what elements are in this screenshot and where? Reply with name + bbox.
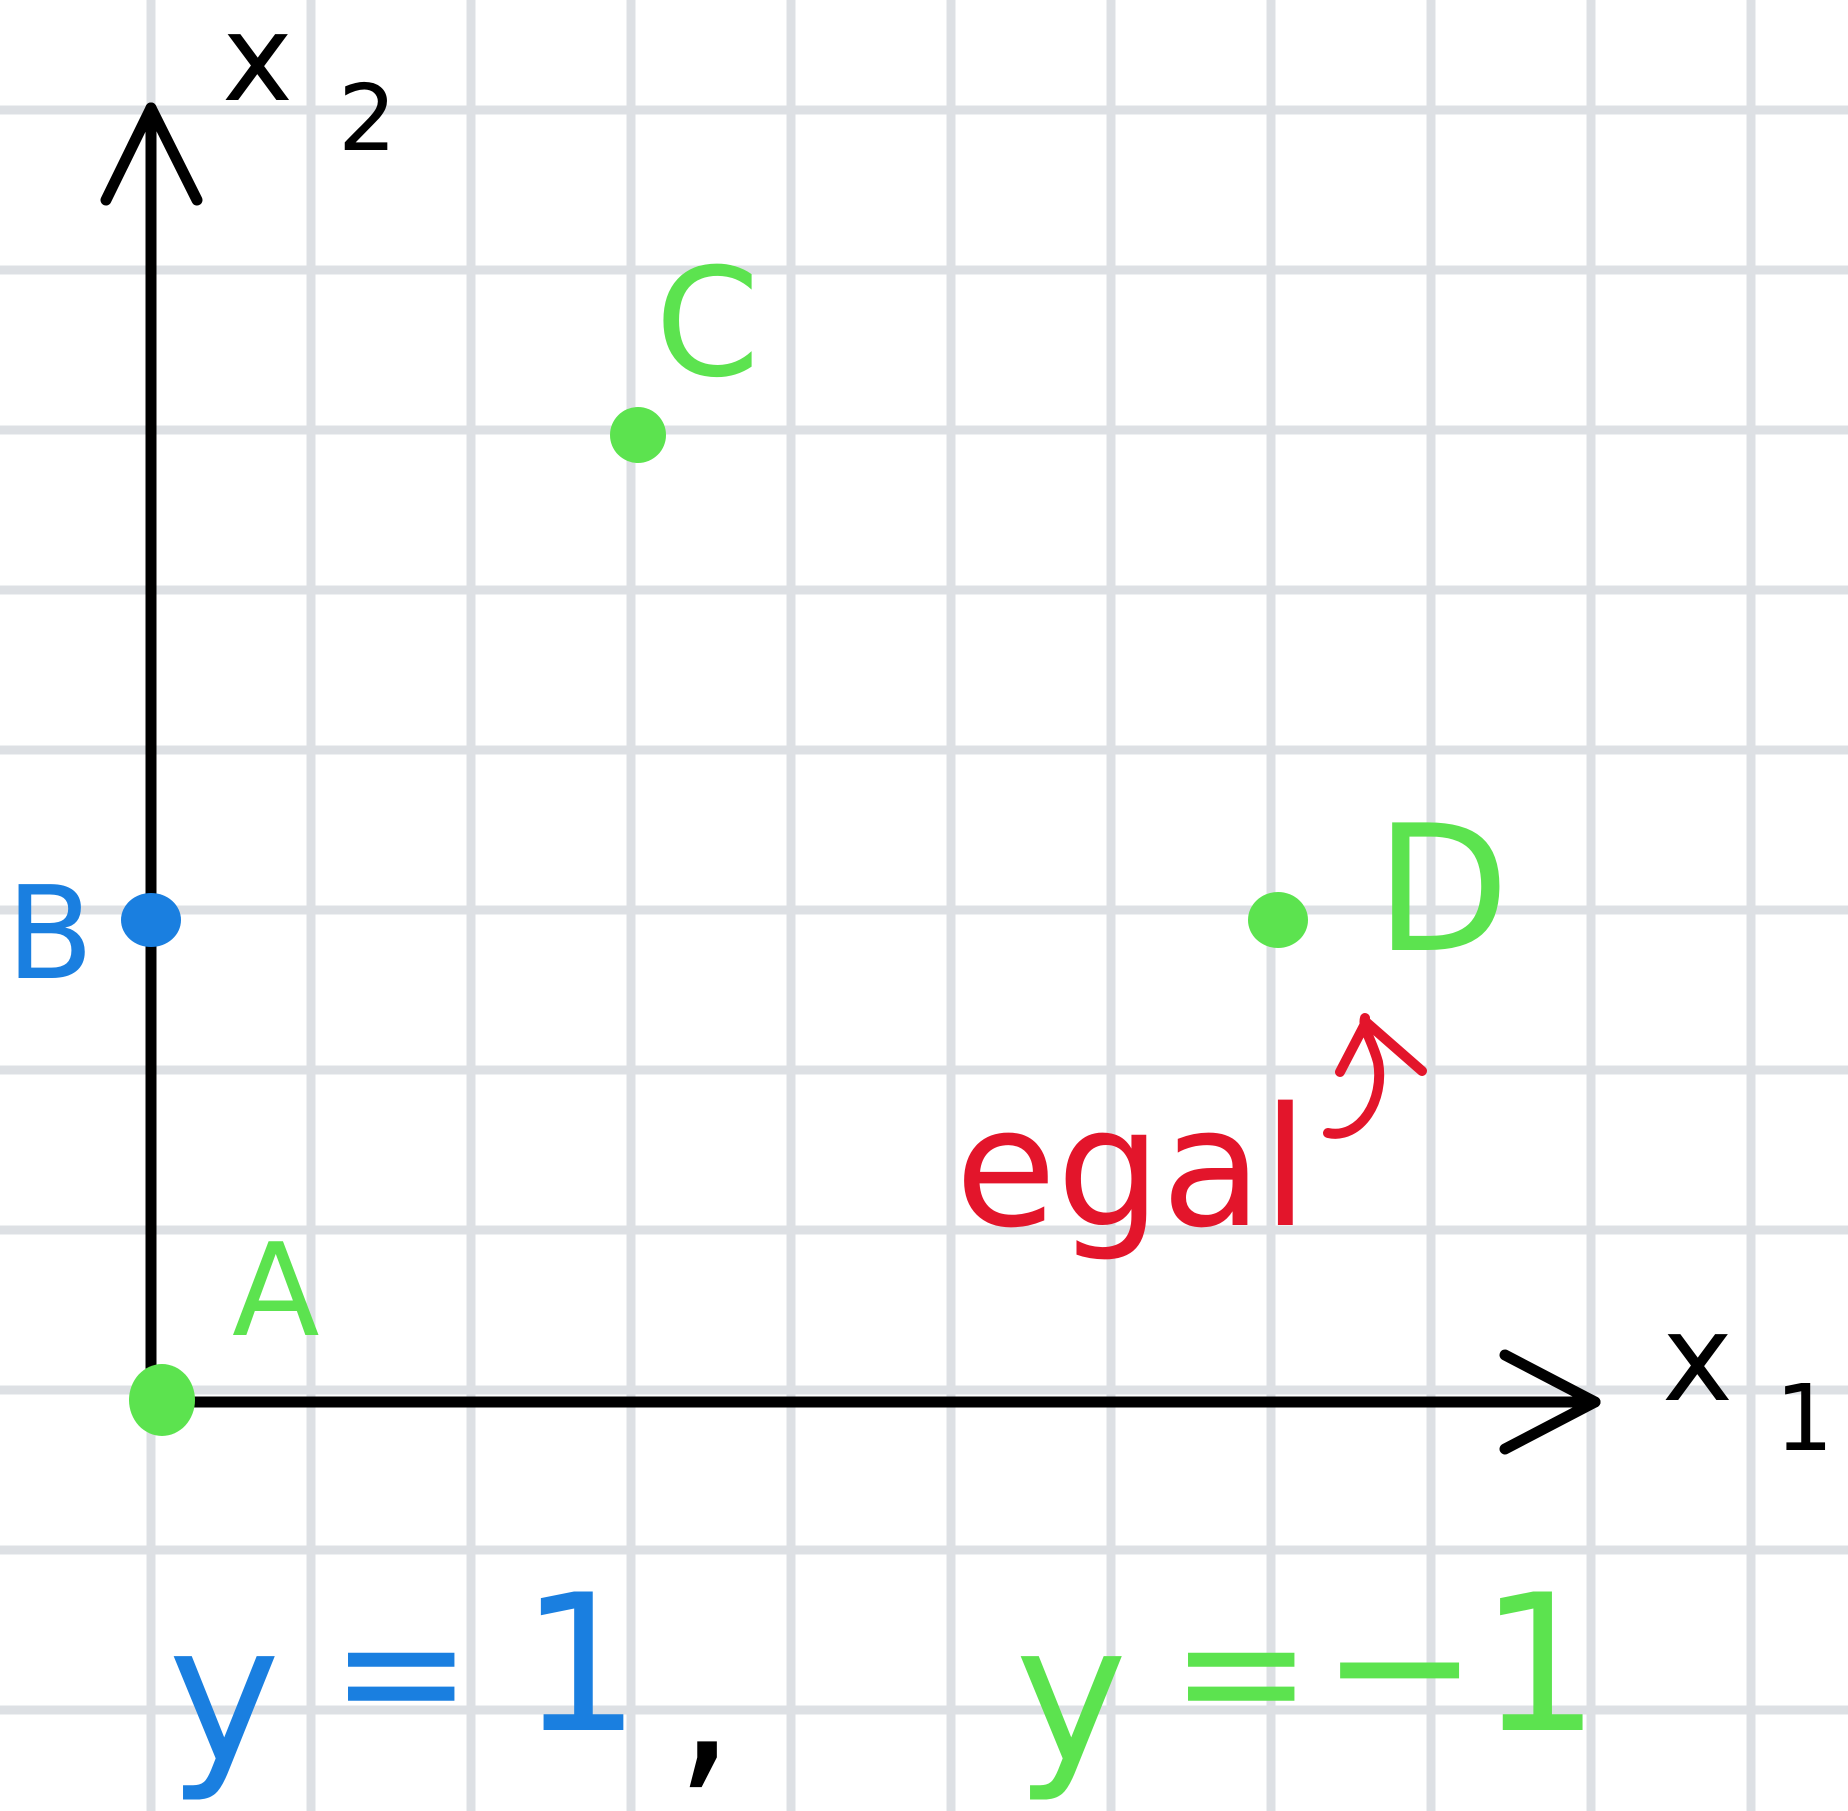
x1-label-sub: 1 xyxy=(1775,1365,1834,1472)
point-b: B xyxy=(6,860,181,1009)
x1-label-main: x xyxy=(1662,1290,1733,1429)
x1-axis-arrowhead xyxy=(1499,1349,1601,1455)
x2-label-main: x xyxy=(222,0,293,129)
x2-label-sub: 2 xyxy=(338,65,397,172)
negative-var: y xyxy=(1015,1584,1127,1805)
point-d-label: D xyxy=(1375,789,1510,992)
annotation-text: egal xyxy=(955,1072,1308,1264)
x2-axis-arrowhead xyxy=(100,102,203,206)
negative-eq: = xyxy=(1170,1573,1312,1771)
point-d: D xyxy=(1248,789,1510,992)
positive-var: y xyxy=(168,1584,280,1805)
point-a: A xyxy=(129,1217,320,1436)
x2-axis-label: x 2 xyxy=(222,0,397,172)
class-label-positive: y = 1 , xyxy=(168,1554,735,1810)
x1-axis-label: x 1 xyxy=(1662,1290,1834,1472)
positive-separator: , xyxy=(675,1589,735,1810)
positive-value: 1 xyxy=(520,1554,641,1775)
class-label-negative: y = −1 xyxy=(1015,1554,1600,1805)
x1-axis xyxy=(142,1349,1601,1455)
x2-axis xyxy=(100,102,203,1408)
negative-value: −1 xyxy=(1320,1554,1600,1775)
point-b-label: B xyxy=(6,860,94,1009)
point-c: C xyxy=(610,237,760,463)
annotation-egal: egal xyxy=(955,1013,1427,1264)
positive-eq: = xyxy=(330,1573,472,1771)
point-a-label: A xyxy=(232,1217,320,1366)
annotation-arrowhead xyxy=(1335,1017,1427,1077)
point-c-label: C xyxy=(655,237,760,411)
